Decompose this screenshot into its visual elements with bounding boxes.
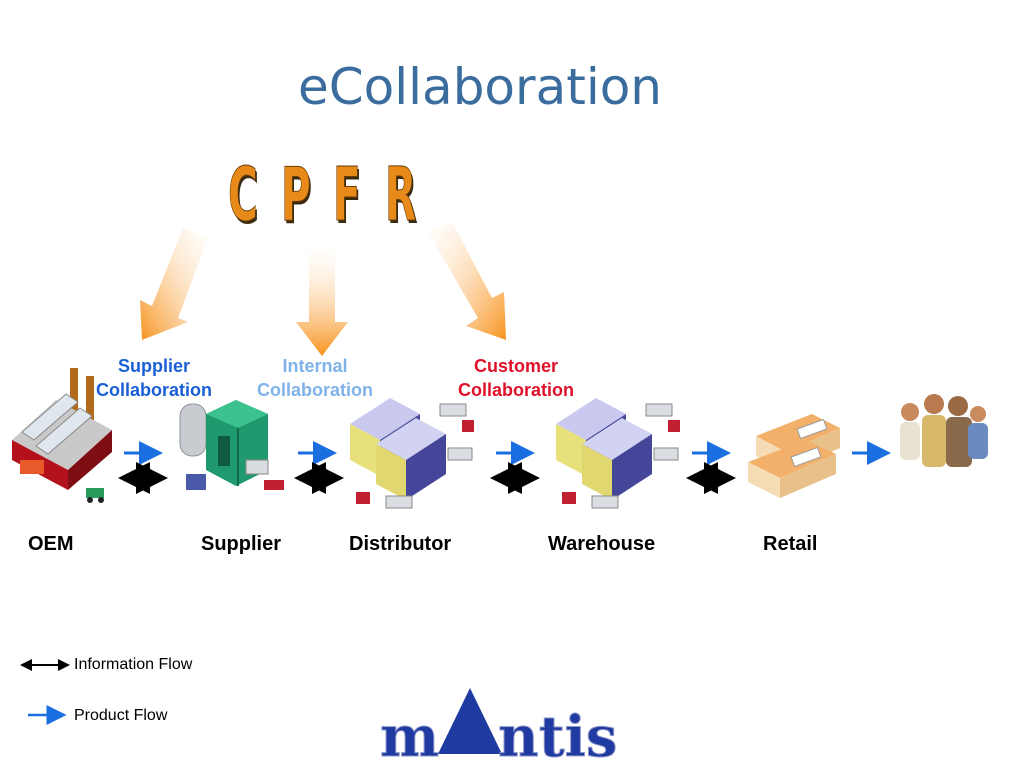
warehouse-icon — [556, 398, 680, 509]
arrow-to-supplier-collab — [140, 228, 208, 340]
supplier-collaboration-label: Supplier Collaboration — [69, 354, 239, 402]
mantis-logo: m ntis — [380, 688, 618, 768]
retail-shop-icon — [748, 414, 840, 498]
customer-collab-line1: Customer — [473, 356, 558, 376]
stage-label-oem: OEM — [28, 533, 74, 555]
stage-label-supplier: Supplier — [201, 533, 282, 555]
customer-collaboration-label: Customer Collaboration — [431, 354, 601, 402]
supplier-collab-line1: Supplier — [117, 356, 190, 376]
arrow-to-customer-collab — [428, 222, 506, 340]
oem-factory-icon — [12, 368, 112, 503]
stage-label-warehouse: Warehouse — [548, 533, 656, 555]
cpfr-letter-p: P — [281, 152, 311, 239]
customer-collab-line2: Collaboration — [458, 380, 574, 400]
supplier-collab-line2: Collaboration — [96, 380, 212, 400]
internal-collab-line2: Collaboration — [257, 380, 373, 400]
supplier-building-icon — [179, 400, 284, 490]
logo-m: m — [380, 704, 439, 768]
page-title: eCollaboration — [298, 58, 662, 116]
internal-collaboration-label: Internal Collaboration — [230, 354, 400, 402]
legend-product-label: Product Flow — [74, 707, 168, 724]
cpfr-letter-r: R — [385, 152, 417, 239]
internal-collab-line1: Internal — [282, 356, 348, 376]
distributor-warehouse-icon — [350, 398, 474, 509]
logo-ntis: ntis — [498, 704, 617, 768]
stage-label-retail: Retail — [763, 533, 818, 555]
cpfr-letter-c: C — [228, 152, 258, 239]
customers-group-icon — [900, 394, 988, 467]
arrow-to-internal-collab — [296, 250, 348, 356]
legend-information-label: Information Flow — [74, 656, 193, 673]
cpfr-letter-f: F — [333, 152, 361, 239]
stage-label-distributor: Distributor — [349, 533, 452, 555]
